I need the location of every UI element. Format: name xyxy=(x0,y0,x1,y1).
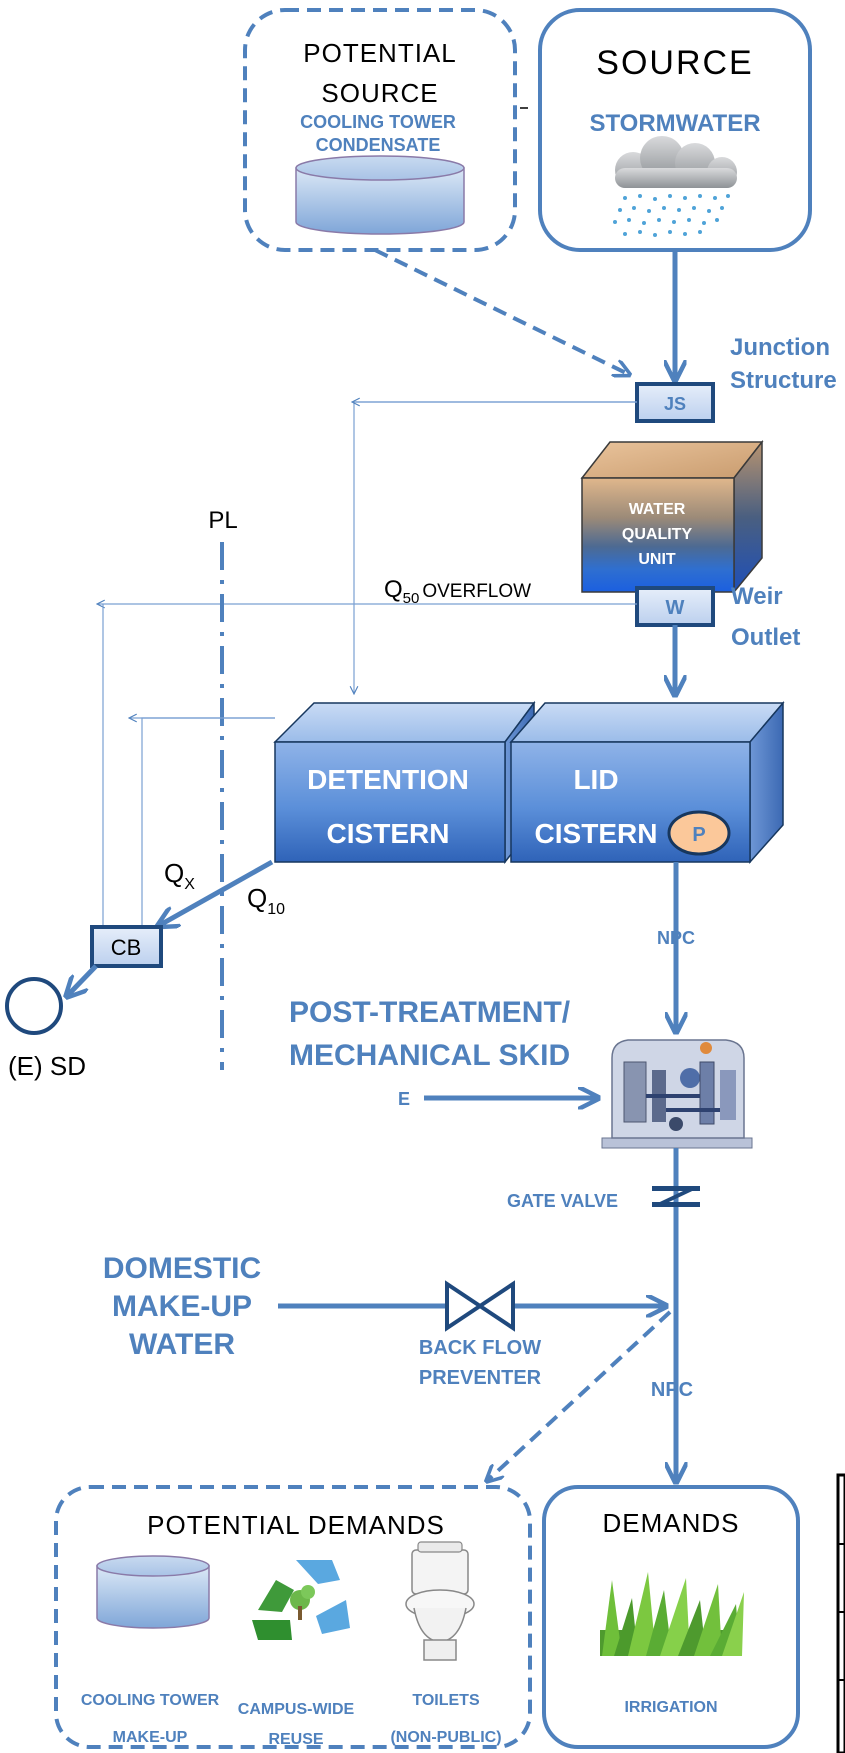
detention-cistern: DETENTION CISTERN xyxy=(273,700,536,865)
toilets-line1: TOILETS xyxy=(412,1692,480,1709)
cooling-tower-tank-icon xyxy=(295,155,465,235)
potential-demands-title: POTENTIAL DEMANDS xyxy=(147,1510,445,1540)
pump-label: P xyxy=(692,824,705,846)
cooling-makeup-line1: COOLING TOWER xyxy=(81,1692,220,1709)
weir-code: W xyxy=(666,597,685,619)
demands-box: DEMANDS IRRIGATION xyxy=(542,1485,800,1749)
gate-valve-symbol xyxy=(652,1186,700,1207)
source-box: SOURCE STORMWATER xyxy=(538,8,812,252)
source-title: SOURCE xyxy=(596,44,753,82)
junction-code: JS xyxy=(664,394,686,414)
weir-label-line1: Weir xyxy=(731,583,783,610)
rain-cloud-icon xyxy=(613,136,737,237)
campus-reuse-line1: CAMPUS-WIDE xyxy=(238,1701,355,1718)
wqu-line1: WATER xyxy=(629,501,686,518)
cooling-makeup-line2: MAKE-UP xyxy=(113,1729,188,1746)
table-fragment xyxy=(836,1473,845,1753)
campus-reuse-line2: REUSE xyxy=(268,1731,323,1748)
pump-icon: P xyxy=(667,810,731,856)
catch-basin: CB xyxy=(90,925,163,968)
qx-label: QX xyxy=(164,858,195,893)
domestic-line3: WATER xyxy=(129,1328,235,1361)
catch-basin-label: CB xyxy=(111,935,142,960)
junction-structure: JS xyxy=(635,382,715,423)
domestic-line1: DOMESTIC xyxy=(103,1252,261,1285)
post-treatment-line1: POST-TREATMENT/ xyxy=(289,996,571,1029)
demands-title: DEMANDS xyxy=(602,1508,739,1538)
backflow-line2: PREVENTER xyxy=(419,1367,542,1389)
potential-source-title-1: POTENTIAL xyxy=(303,38,456,68)
detention-line1: DETENTION xyxy=(307,764,469,795)
irrigation-label: IRRIGATION xyxy=(624,1699,717,1716)
mechanical-skid-icon xyxy=(601,1039,753,1149)
backflow-preventer-symbol xyxy=(445,1280,515,1332)
storm-drain-symbol xyxy=(5,977,63,1035)
wqu-line3: UNIT xyxy=(638,551,676,568)
potential-source-flow-arrow xyxy=(374,248,628,374)
potential-source-title-2: SOURCE xyxy=(321,78,438,108)
npc-label-upper: NPC xyxy=(657,928,695,948)
recycle-icon xyxy=(252,1560,350,1640)
cooling-tower-condensate-line1: COOLING TOWER xyxy=(300,112,456,132)
potential-demands-box: POTENTIAL DEMANDS COOLING TOWER MAKE-UP … xyxy=(54,1485,532,1749)
weir-label-line2: Outlet xyxy=(731,624,800,651)
toilet-icon xyxy=(405,1541,475,1661)
lid-line2: CISTERN xyxy=(535,818,658,849)
lid-line1: LID xyxy=(573,764,618,795)
junction-label-line2: Structure xyxy=(730,367,837,394)
weir-outlet: W xyxy=(635,586,715,627)
stormwater-label: STORMWATER xyxy=(589,110,760,137)
cooling-tower-makeup-icon xyxy=(96,1555,210,1629)
q10-discharge-arrow xyxy=(160,859,274,925)
domestic-line2: MAKE-UP xyxy=(112,1290,252,1323)
npc-label-lower: NPC xyxy=(651,1379,693,1401)
gate-valve-label: GATE VALVE xyxy=(507,1191,618,1211)
potential-source-box: POTENTIAL SOURCE COOLING TOWER CONDENSAT… xyxy=(243,8,517,252)
post-treatment-line2: MECHANICAL SKID xyxy=(289,1039,570,1072)
storm-drain-label: (E) SD xyxy=(8,1051,86,1081)
junction-label-line1: Junction xyxy=(730,334,830,361)
water-quality-unit: WATER QUALITY UNIT xyxy=(580,439,764,595)
q10-label: Q10 xyxy=(247,883,285,918)
property-line-label: PL xyxy=(208,507,237,534)
lid-cistern: LID CISTERN P xyxy=(509,700,785,864)
cb-to-sd-arrow xyxy=(68,964,98,995)
backflow-line1: BACK FLOW xyxy=(419,1337,541,1359)
cooling-tower-condensate-line2: CONDENSATE xyxy=(316,135,441,155)
grass-icon xyxy=(600,1572,744,1656)
post-treatment-e: E xyxy=(398,1089,410,1109)
toilets-line2: (NON-PUBLIC) xyxy=(390,1729,501,1746)
potential-demands-flow-arrow xyxy=(488,1310,672,1480)
wqu-line2: QUALITY xyxy=(622,526,693,543)
detention-line2: CISTERN xyxy=(327,818,450,849)
